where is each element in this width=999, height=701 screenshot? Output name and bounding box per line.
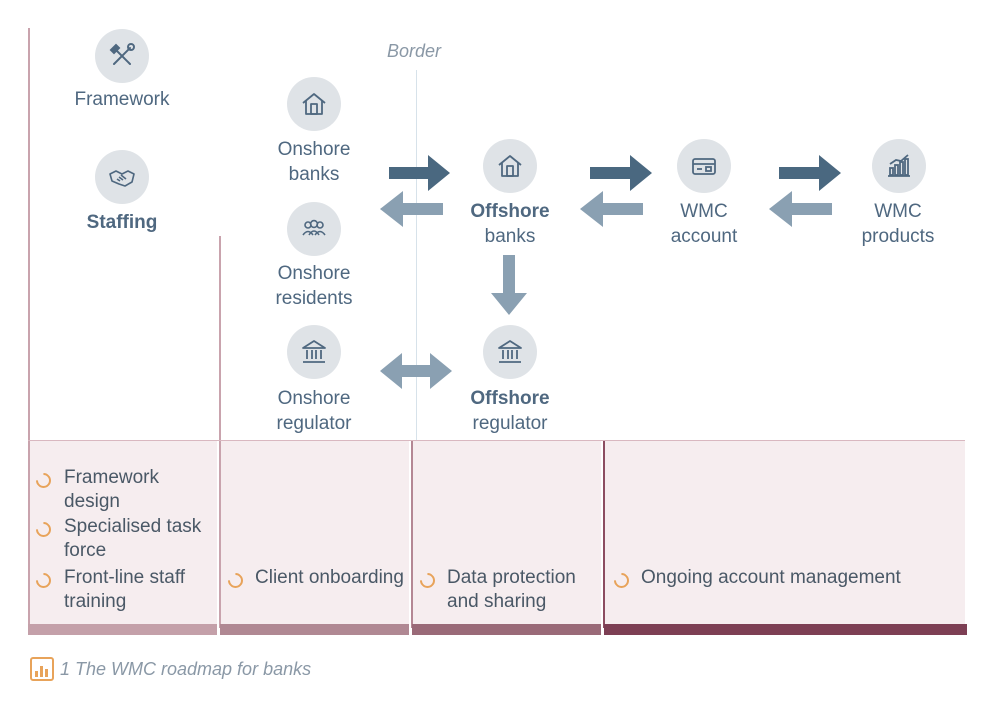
panel-ongoing xyxy=(605,441,965,624)
wmc-products-line1: WMC xyxy=(874,201,922,222)
wmc-account-line2: account xyxy=(670,226,738,247)
panels-top-line xyxy=(28,440,965,441)
arrow-double-regulators xyxy=(380,353,452,389)
offshore-regulator-bank-icon xyxy=(483,325,537,379)
offshore-regulator-line2: regulator xyxy=(472,413,548,434)
onshore-regulator-bank-icon xyxy=(287,325,341,379)
stage-bar-3 xyxy=(412,624,601,635)
chart-caption-icon xyxy=(30,657,54,681)
arrow-down-banks-regulator xyxy=(491,255,527,315)
border-line xyxy=(416,70,417,440)
offshore-banks-line1: Offshore xyxy=(470,201,550,222)
stage-line-1 xyxy=(28,28,30,628)
stage-bar-4 xyxy=(604,624,967,635)
tools-icon xyxy=(95,29,149,83)
arrow-right-onshore-offshore xyxy=(389,155,450,191)
panel-4-item: Ongoing account management xyxy=(641,567,901,588)
onshore-residents-label: Onshore residents xyxy=(254,261,374,311)
border-label: Border xyxy=(387,41,442,61)
figure-caption: 1 The WMC roadmap for banks xyxy=(60,659,312,679)
stage-bar-2 xyxy=(220,624,409,635)
onshore-regulator-line1: Onshore xyxy=(277,388,351,409)
bar-chart-icon xyxy=(872,139,926,193)
onshore-residents-line1: Onshore xyxy=(277,263,351,284)
onshore-banks-label: Onshore banks xyxy=(254,137,374,187)
offshore-banks-label: Offshore banks xyxy=(450,199,570,249)
panel-1-item: Framework design xyxy=(64,467,160,512)
arrow-right-wmc-products xyxy=(779,155,841,191)
arrow-left-offshore-onshore xyxy=(380,191,443,227)
onshore-residents-line2: residents xyxy=(275,288,353,309)
onshore-banks-house-icon xyxy=(287,77,341,131)
panel-client xyxy=(221,441,409,624)
onshore-regulator-label: Onshore regulator xyxy=(254,386,374,436)
card-icon xyxy=(677,139,731,193)
panel-1-item: Specialised task force xyxy=(64,516,202,561)
arrow-left-products-wmc xyxy=(769,191,832,227)
wmc-products-label: WMC products xyxy=(838,199,958,249)
stage-line-4 xyxy=(603,441,605,628)
people-icon xyxy=(287,202,341,256)
onshore-regulator-line2: regulator xyxy=(276,413,352,434)
offshore-regulator-label: Offshore regulator xyxy=(450,386,570,436)
offshore-banks-house-icon xyxy=(483,139,537,193)
framework-label: Framework xyxy=(74,89,170,110)
offshore-banks-line2: banks xyxy=(484,226,536,247)
arrow-right-offshore-wmc xyxy=(590,155,652,191)
stage-line-2 xyxy=(219,236,221,628)
panel-1-item: Front-line staff training xyxy=(64,567,186,612)
arrow-left-wmc-offshore xyxy=(580,191,643,227)
handshake-icon xyxy=(95,150,149,204)
stage-bar-1 xyxy=(28,624,217,635)
panel-3-item: Data protection and sharing xyxy=(447,567,576,612)
panel-framework xyxy=(30,441,217,624)
onshore-banks-line1: Onshore xyxy=(277,139,351,160)
stage-line-3 xyxy=(411,441,413,628)
wmc-account-label: WMC account xyxy=(644,199,764,249)
panel-2-item: Client onboarding xyxy=(255,567,404,588)
wmc-account-line1: WMC xyxy=(680,201,728,222)
staffing-label: Staffing xyxy=(86,212,158,233)
onshore-banks-line2: banks xyxy=(288,164,340,185)
offshore-regulator-line1: Offshore xyxy=(470,388,550,409)
wmc-products-line2: products xyxy=(861,226,935,247)
panel-data xyxy=(413,441,601,624)
